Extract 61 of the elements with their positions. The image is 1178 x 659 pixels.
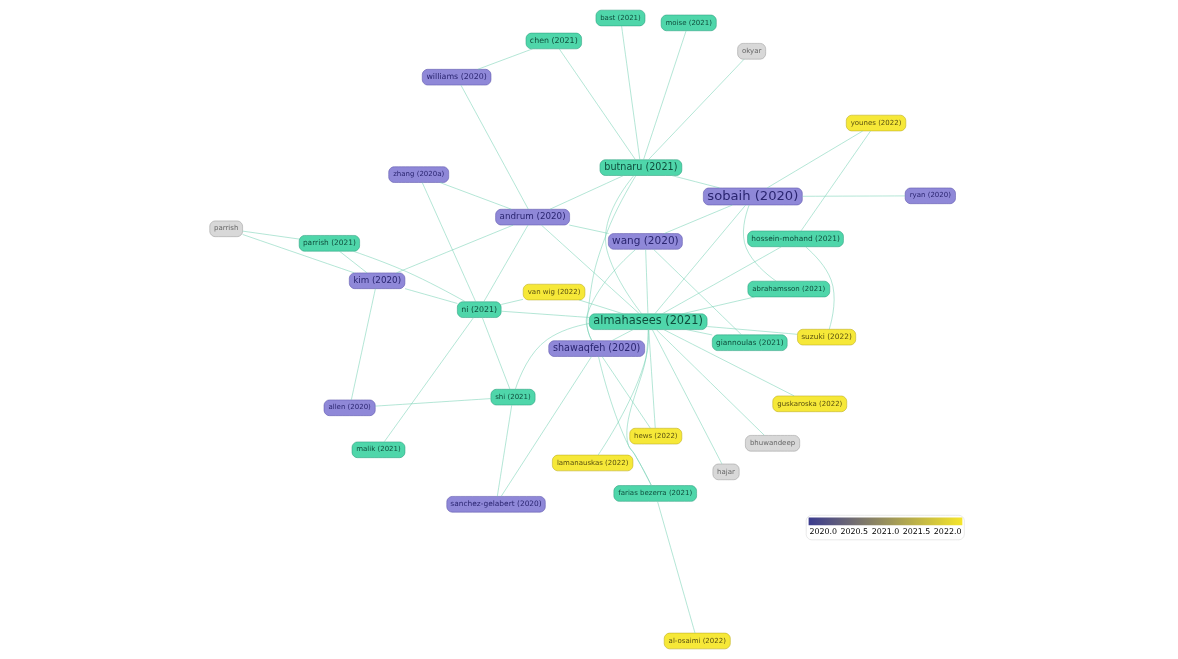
connector [497,404,512,497]
connector [645,249,649,314]
connector [351,288,376,401]
node-box: butnaru (2021) [599,159,683,176]
connector [707,326,798,335]
connector [643,30,687,160]
connector [605,175,642,315]
connector [384,317,474,443]
connector [477,48,533,70]
connector [663,329,795,397]
connector [671,175,720,189]
node-box: kim (2020) [349,272,406,289]
node-box: shawaqfeh (2020) [548,340,645,357]
connector [766,130,863,189]
connector [483,224,529,302]
node-box: wang (2020) [608,233,683,250]
connector [800,130,871,232]
connector [652,329,723,465]
connector [549,175,624,210]
connector [500,299,524,305]
connector [404,288,458,304]
connector [339,251,368,274]
connector [500,356,592,497]
node-box: sobaih (2020) [703,187,803,206]
connector [662,246,782,315]
connector [657,501,696,634]
connector [654,204,746,314]
connector [621,25,641,160]
connector [578,299,624,315]
connector [626,329,652,486]
connector [656,329,765,436]
connector [648,329,656,429]
connector [515,323,590,390]
connector [802,195,906,197]
node-box: almahasees (2021) [589,313,708,330]
connector [648,59,745,160]
connector [396,224,514,274]
connector [569,224,609,234]
connector [242,230,300,240]
node-box: andrum (2020) [495,209,570,226]
connector [559,48,636,160]
connector [439,182,512,210]
connector [681,296,756,315]
connector [353,251,466,302]
connector [482,317,511,390]
connector [743,204,777,282]
connector [664,204,733,234]
connector [586,249,636,341]
connector [601,356,651,429]
connector [242,234,355,274]
connector [460,84,529,210]
connector [597,329,649,456]
connector [653,249,742,336]
connector [375,398,492,407]
connector [805,246,835,330]
connector [541,224,640,314]
connector [422,182,476,302]
connector [611,329,634,341]
connector [586,175,637,341]
connector [500,310,590,318]
connector [686,329,713,336]
